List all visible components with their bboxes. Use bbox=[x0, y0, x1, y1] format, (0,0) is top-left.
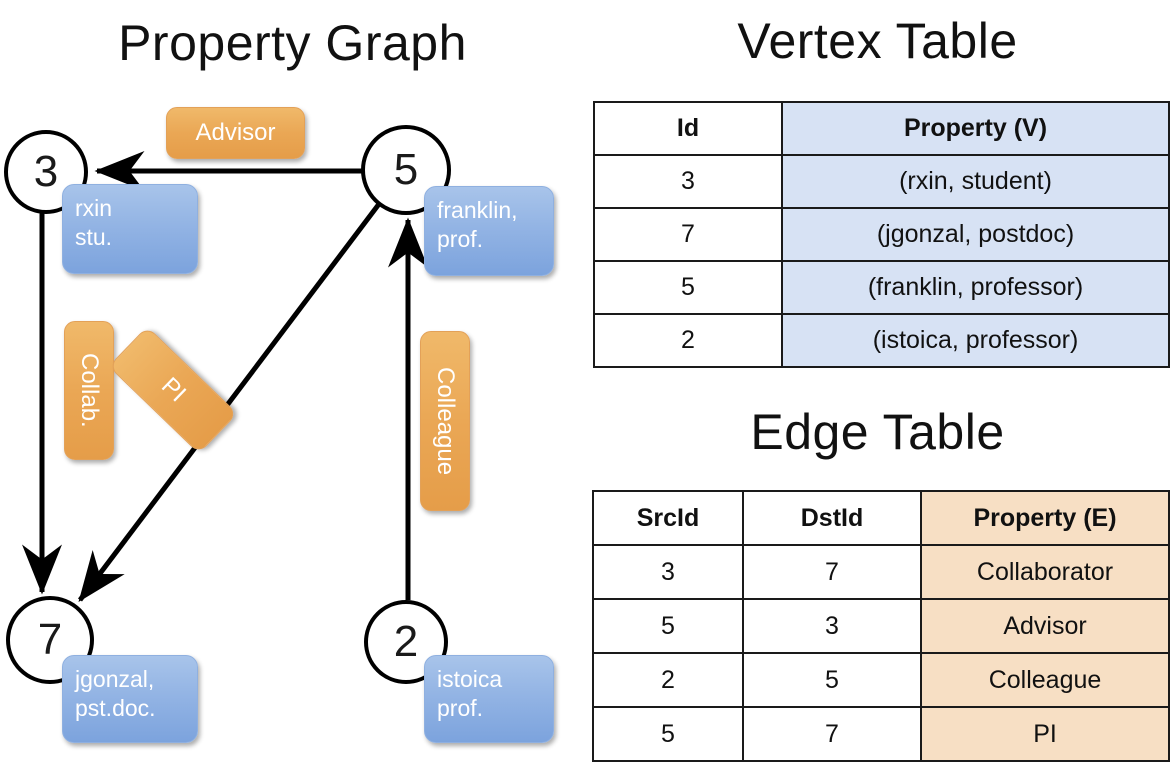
bubble-istoica-line1: istoica bbox=[437, 666, 503, 692]
vertex-property-bubble-franklin: franklin, prof. bbox=[424, 186, 554, 276]
table-row[interactable]: 5 3 Advisor bbox=[592, 598, 1170, 654]
vertex-row-0-property: (rxin, student) bbox=[781, 154, 1170, 209]
graph-edges-svg bbox=[22, 151, 428, 602]
edge-table: SrcId DstId Property (E) 3 7 Collaborato… bbox=[592, 490, 1170, 762]
table-row[interactable]: 5 7 PI bbox=[592, 706, 1170, 762]
edge-table-header-row: SrcId DstId Property (E) bbox=[592, 490, 1170, 546]
vertex-table-header-row: Id Property (V) bbox=[593, 101, 1170, 156]
vertex-row-3-property: (istoica, professor) bbox=[781, 313, 1170, 368]
edge-row-2-src: 2 bbox=[592, 652, 744, 708]
property-graph-diagram: 3 5 7 2 rxin stu. franklin, prof. jgonza… bbox=[0, 0, 585, 760]
graph-node-7-label: 7 bbox=[37, 615, 63, 664]
vertex-row-0-id: 3 bbox=[593, 154, 783, 209]
edge-label-colleague: Colleague bbox=[420, 331, 470, 511]
graph-node-2[interactable]: 2 bbox=[364, 600, 448, 684]
edge-row-1-property: Advisor bbox=[920, 598, 1170, 654]
vertex-table-header-id: Id bbox=[593, 101, 783, 156]
table-row[interactable]: 2 (istoica, professor) bbox=[593, 313, 1170, 368]
bubble-istoica-line2: prof. bbox=[437, 694, 484, 721]
vertex-row-1-id: 7 bbox=[593, 207, 783, 262]
edge-row-0-property: Collaborator bbox=[920, 544, 1170, 600]
page-title-property-graph: Property Graph bbox=[118, 15, 467, 71]
vertex-property-bubble-istoica: istoica prof. bbox=[424, 655, 554, 743]
edge-label-advisor: Advisor bbox=[166, 107, 305, 159]
table-row[interactable]: 3 (rxin, student) bbox=[593, 154, 1170, 209]
table-row[interactable]: 2 5 Colleague bbox=[592, 652, 1170, 708]
graph-node-5-label: 5 bbox=[393, 145, 419, 194]
graph-node-2-label: 2 bbox=[393, 617, 419, 666]
edge-table-header-srcid: SrcId bbox=[592, 490, 744, 546]
edge-row-0-src: 3 bbox=[592, 544, 744, 600]
vertex-row-3-id: 2 bbox=[593, 313, 783, 368]
edge-label-collab: Collab. bbox=[64, 321, 114, 460]
graph-node-3-label: 3 bbox=[33, 147, 59, 196]
bubble-rxin-line1: rxin bbox=[75, 195, 113, 221]
page-title-edge-table: Edge Table bbox=[750, 404, 1005, 460]
edge-label-colleague-text: Colleague bbox=[432, 366, 459, 476]
edge-row-1-dst: 3 bbox=[742, 598, 922, 654]
page-title-vertex-table: Vertex Table bbox=[737, 13, 1018, 69]
vertex-table-header-property: Property (V) bbox=[781, 101, 1170, 156]
edge-5-to-7-pi bbox=[78, 198, 384, 602]
edge-table-header-property: Property (E) bbox=[920, 490, 1170, 546]
bubble-jgonzal-line1: jgonzal, bbox=[75, 666, 155, 692]
edge-label-collab-text: Collab. bbox=[76, 353, 103, 428]
edge-label-pi-text: PI bbox=[155, 372, 191, 408]
vertex-property-bubble-jgonzal: jgonzal, pst.doc. bbox=[62, 655, 198, 743]
bubble-jgonzal-line2: pst.doc. bbox=[75, 694, 156, 721]
vertex-table: Id Property (V) 3 (rxin, student) 7 (jgo… bbox=[593, 101, 1170, 368]
edge-row-1-src: 5 bbox=[592, 598, 744, 654]
edge-table-header-dstid: DstId bbox=[742, 490, 922, 546]
vertex-row-2-property: (franklin, professor) bbox=[781, 260, 1170, 315]
vertex-property-bubble-rxin: rxin stu. bbox=[62, 184, 198, 274]
table-row[interactable]: 5 (franklin, professor) bbox=[593, 260, 1170, 315]
edge-label-advisor-text: Advisor bbox=[195, 119, 276, 146]
edge-row-0-dst: 7 bbox=[742, 544, 922, 600]
edge-row-3-dst: 7 bbox=[742, 706, 922, 762]
table-row[interactable]: 3 7 Collaborator bbox=[592, 544, 1170, 600]
table-row[interactable]: 7 (jgonzal, postdoc) bbox=[593, 207, 1170, 262]
edge-row-2-property: Colleague bbox=[920, 652, 1170, 708]
bubble-rxin-line2: stu. bbox=[75, 223, 113, 250]
edge-row-3-property: PI bbox=[920, 706, 1170, 762]
vertex-row-2-id: 5 bbox=[593, 260, 783, 315]
vertex-row-1-property: (jgonzal, postdoc) bbox=[781, 207, 1170, 262]
edge-row-2-dst: 5 bbox=[742, 652, 922, 708]
bubble-franklin-line2: prof. bbox=[437, 225, 484, 252]
edge-row-3-src: 5 bbox=[592, 706, 744, 762]
bubble-franklin-line1: franklin, bbox=[437, 197, 518, 223]
graph-node-5[interactable]: 5 bbox=[361, 125, 451, 215]
